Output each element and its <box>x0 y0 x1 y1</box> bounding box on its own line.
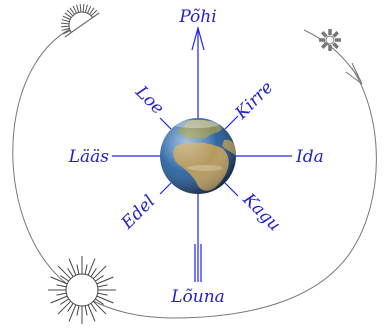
sun-ray <box>56 285 66 287</box>
southwest-label: Edel <box>117 192 159 234</box>
sun-ray <box>60 299 68 305</box>
sun-ray <box>58 266 71 279</box>
south-label: Lõuna <box>170 287 225 307</box>
half-sun-icon <box>53 0 99 37</box>
southeast-label: Kagu <box>238 189 284 235</box>
small-sun-ray <box>322 44 326 48</box>
earth-globe-icon <box>160 118 236 194</box>
northwest-label: Loe <box>131 82 168 119</box>
small-sun-ray <box>334 32 338 36</box>
northeast-line <box>225 116 238 129</box>
sun-ray <box>98 293 108 295</box>
southwest-line <box>160 183 171 194</box>
sun-ray <box>56 293 66 295</box>
sun-ray <box>95 276 103 282</box>
sun-ray <box>91 268 97 276</box>
small-sun-icon <box>319 29 341 51</box>
sun-ray <box>93 301 106 314</box>
sun-ray <box>68 303 74 311</box>
half-sun-ray <box>65 32 72 37</box>
sun-ray <box>77 264 79 274</box>
north-label: Põhi <box>178 7 216 27</box>
sun-ray <box>77 306 79 316</box>
northwest-line <box>160 118 171 129</box>
small-sun-ray <box>322 32 326 36</box>
sun-ray <box>85 264 87 274</box>
southeast-line <box>225 183 238 196</box>
east-label: Ida <box>295 147 324 167</box>
small-sun-ray <box>334 44 338 48</box>
west-label: Lääs <box>68 147 110 167</box>
sun-ray <box>58 301 71 314</box>
northeast-label: Kirre <box>231 78 277 124</box>
sun-ray <box>85 306 87 316</box>
sun-ray <box>93 266 106 279</box>
sun-ray <box>60 276 68 282</box>
sun-ray <box>68 268 74 276</box>
sun-ray <box>91 303 97 311</box>
sun-ray <box>98 285 108 287</box>
sun-icon <box>48 256 116 324</box>
